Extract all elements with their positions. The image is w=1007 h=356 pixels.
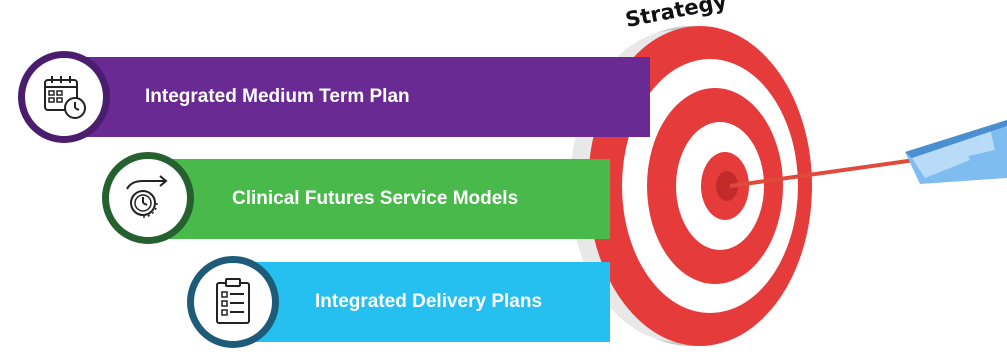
clipboard-checklist-icon (216, 278, 250, 324)
bullseye-icon (570, 26, 1007, 346)
band-label: Integrated Delivery Plans (315, 291, 543, 312)
badge-integrated-medium-term-plan (18, 51, 110, 143)
band-integrated-delivery-plans: Integrated Delivery Plans (225, 262, 610, 342)
clock-arrow-icon (126, 175, 168, 218)
badge-integrated-delivery-plans (187, 256, 279, 348)
calendar-clock-icon (44, 76, 86, 119)
band-label: Integrated Medium Term Plan (145, 86, 410, 107)
arrow-icon (729, 120, 1007, 188)
band-integrated-medium-term-plan: Integrated Medium Term Plan (60, 57, 650, 137)
band-clinical-futures-service-models: Clinical Futures Service Models (140, 159, 610, 239)
badge-clinical-futures-service-models (102, 152, 194, 244)
band-label: Clinical Futures Service Models (232, 188, 519, 209)
